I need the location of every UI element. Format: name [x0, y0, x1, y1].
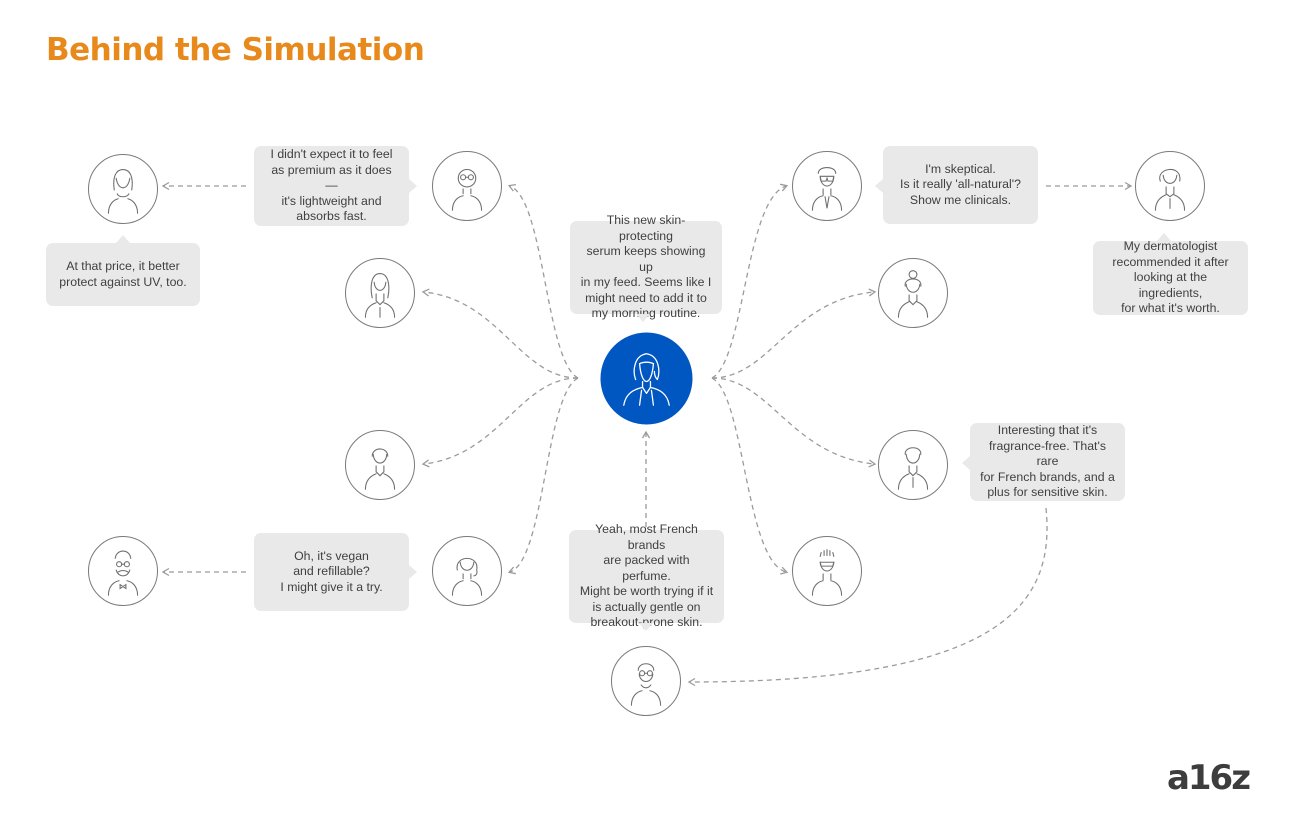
bubble-tail: [409, 179, 417, 193]
avatar-fragrance-speaker: [878, 430, 948, 500]
avatar-bottom-center: [611, 646, 681, 716]
avatar-top-right: [1135, 151, 1205, 221]
avatar-right-upper: [878, 258, 948, 328]
bubble-uv-text: At that price, it better protect against…: [59, 259, 187, 289]
person-avatar-icon: [811, 167, 843, 211]
person-avatar-icon: [107, 550, 139, 596]
avatar-skeptical-speaker: [792, 151, 862, 221]
person-avatar-icon: [364, 448, 396, 490]
bubble-tail: [639, 623, 653, 631]
connector-to-premium: [507, 183, 579, 379]
bubble-tail: [1157, 233, 1171, 241]
person-avatar-icon: [811, 549, 843, 596]
person-avatar-icon: [364, 273, 396, 318]
bubble-vegan-text: Oh, it's vegan and refillable? I might g…: [280, 548, 383, 594]
avatar-premium-speaker: [432, 151, 502, 221]
bubble-skeptical: I'm skeptical. Is it really 'all-natural…: [875, 146, 1038, 224]
bubble-tail: [875, 179, 883, 193]
bubble-tail: [116, 235, 130, 243]
avatar-left-lower: [345, 430, 415, 500]
person-avatar-icon: [897, 270, 929, 318]
connector-fragrance-to-bottom: [687, 507, 1048, 687]
bubble-uv: At that price, it better protect against…: [46, 235, 200, 306]
avatar-top-left: [88, 154, 158, 224]
avatar-bottom-left: [88, 536, 158, 606]
a16z-logo: a16z: [1166, 758, 1251, 798]
person-avatar-icon: [630, 663, 662, 706]
center-persona-avatar: [600, 332, 693, 425]
bubble-french-text: Yeah, most French brands are packed with…: [579, 522, 714, 630]
bubble-vegan: Oh, it's vegan and refillable? I might g…: [254, 533, 417, 611]
page-title: Behind the Simulation: [46, 32, 425, 68]
avatar-right-lower: [792, 536, 862, 606]
bubble-tail: [636, 314, 650, 322]
bubble-dermatologist-text: My dermatologist recommended it after lo…: [1112, 239, 1229, 316]
bubble-tail: [962, 456, 970, 470]
bubble-skeptical-text: I'm skeptical. Is it really 'all-natural…: [900, 161, 1021, 207]
person-avatar-icon: [897, 447, 929, 490]
connector-to-fragrance: [711, 377, 877, 468]
avatar-vegan-speaker: [432, 536, 502, 606]
person-avatar-icon: [1154, 168, 1186, 211]
person-avatar-icon: [451, 557, 483, 596]
avatar-left-upper: [345, 258, 415, 328]
bubble-french: Yeah, most French brands are packed with…: [569, 522, 724, 631]
connector-to-person-left-upper: [421, 288, 579, 379]
bubble-premium-text: I didn't expect it to feel as premium as…: [270, 147, 393, 224]
bubble-center: This new skin-protecting serum keeps sho…: [570, 213, 722, 322]
person-avatar-icon: [107, 169, 139, 214]
bubble-premium: I didn't expect it to feel as premium as…: [254, 146, 417, 226]
connector-to-vegan: [507, 377, 579, 575]
connector-to-person-right-upper: [711, 288, 877, 379]
bubble-dermatologist: My dermatologist recommended it after lo…: [1093, 233, 1248, 316]
bubble-center-text: This new skin-protecting serum keeps sho…: [580, 213, 712, 321]
connector-to-skeptical: [711, 183, 789, 379]
woman-avatar-icon: [600, 332, 693, 425]
bubble-fragrance: Interesting that it's fragrance-free. Th…: [962, 423, 1125, 501]
bubble-tail: [409, 565, 417, 579]
bubble-fragrance-text: Interesting that it's fragrance-free. Th…: [980, 423, 1115, 500]
person-avatar-icon: [451, 168, 483, 211]
connector-to-person-left-lower: [421, 377, 579, 468]
